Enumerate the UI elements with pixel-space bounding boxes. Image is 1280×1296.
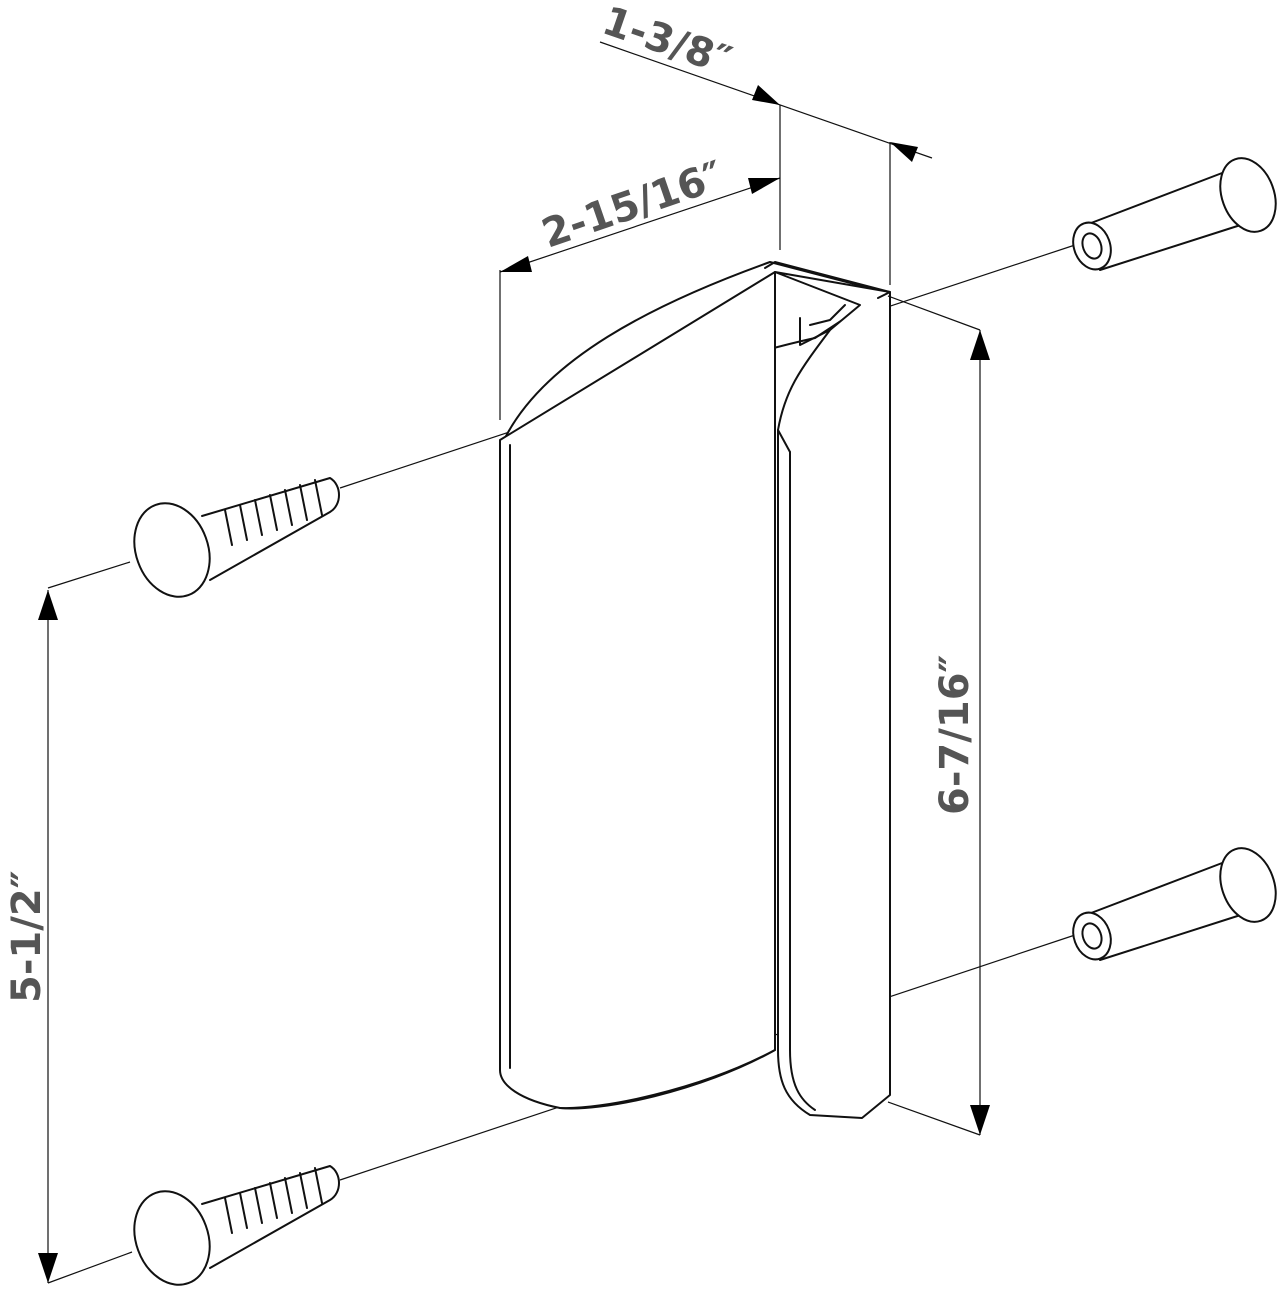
- barrel-nut-icon: [1072, 847, 1277, 961]
- barrel-nut-icon: [1072, 157, 1277, 271]
- hole-spacing-dimension-label: 5-1/2″: [4, 870, 50, 1003]
- width-dimension-label: 2-15/16″: [536, 153, 729, 258]
- height-dimension-label: 6-7/16″: [932, 655, 978, 815]
- depth-dimension-label: 1-3/8″: [597, 0, 737, 85]
- depth-dimension: 1-3/8″: [597, 0, 933, 285]
- carriage-bolt-icon: [133, 477, 340, 598]
- hole-spacing-dimension: 5-1/2″: [4, 561, 133, 1284]
- carriage-bolt-icon: [133, 1165, 340, 1286]
- handle-body-icon: [499, 261, 891, 1119]
- height-dimension: 6-7/16″: [887, 295, 990, 1136]
